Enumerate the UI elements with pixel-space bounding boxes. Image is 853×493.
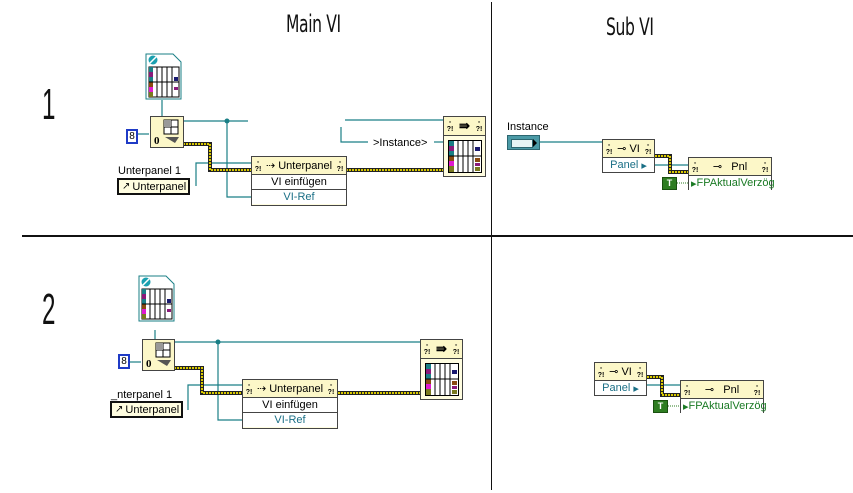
- instance-refnum-control[interactable]: [507, 135, 540, 150]
- svg-text:0: 0: [154, 135, 160, 147]
- call-by-reference-node[interactable]: ▫?! ⇛ ▫?!: [443, 116, 486, 177]
- error-out-icon: ▫?!: [327, 381, 335, 396]
- property-key-icon: ⊸: [617, 143, 627, 155]
- fp-defer-updates-property[interactable]: ▸FPAktualVerzög: [689, 176, 775, 190]
- call-arrow-icon: ⇛: [436, 341, 447, 356]
- control-label: Unterpanel 1: [118, 165, 181, 177]
- vi-property-node[interactable]: ▫?! ⊸ VI ▫?! Panel ▸: [594, 362, 647, 396]
- property-key-icon: ⊸: [704, 384, 715, 396]
- ref-wire: [226, 121, 252, 198]
- pnl-property-node[interactable]: ▫?! ⊸ Pnl ▫?! ▸FPAktualVerzög: [688, 157, 775, 190]
- error-in-icon: ▫?!: [245, 381, 253, 396]
- error-in-icon: ▫?!: [423, 342, 431, 356]
- vi-file-icon[interactable]: [138, 275, 175, 322]
- vi-property-node[interactable]: ▫?! ⊸ VI ▫?! Panel ▸: [602, 139, 655, 173]
- instance-terminal-label: Instance: [507, 121, 549, 133]
- horizontal-divider: [22, 235, 853, 237]
- error-out-icon: ▫?!: [753, 382, 761, 397]
- panel-property[interactable]: Panel ▸: [595, 381, 646, 395]
- error-wire: [655, 154, 690, 174]
- row-number-2: 2: [42, 285, 56, 334]
- reference-arrow-icon: ↗: [115, 404, 124, 415]
- call-arrow-icon: ⇛: [459, 118, 470, 133]
- subpanel-control-ref[interactable]: ↗ Unterpanel: [117, 178, 190, 195]
- error-in-icon: ▫?!: [691, 159, 699, 174]
- error-in-icon: ▫?!: [597, 364, 605, 379]
- row-number-1: 1: [42, 80, 56, 129]
- vi-ref-input[interactable]: VI-Ref: [243, 412, 337, 427]
- connector-pane-icon: [448, 140, 482, 173]
- error-out-icon: ▫?!: [644, 141, 652, 156]
- ref-wire: [195, 162, 252, 186]
- error-out-icon: ▫?!: [336, 158, 344, 173]
- wire-junction: [215, 339, 221, 345]
- error-out-icon: ▫?!: [452, 342, 460, 356]
- vi-file-icon[interactable]: [145, 53, 182, 100]
- invoke-arrow-icon: ⇢: [265, 160, 276, 172]
- method-name: VI einfügen: [243, 398, 337, 412]
- error-wire: [655, 155, 690, 173]
- error-wire: [647, 375, 681, 397]
- panel-property[interactable]: Panel ▸: [603, 158, 654, 172]
- error-out-icon: ▫?!: [636, 364, 644, 379]
- error-in-icon: ▫?!: [446, 119, 454, 133]
- error-in-icon: ▫?!: [683, 382, 691, 397]
- open-vi-reference-node[interactable]: 0: [150, 116, 184, 148]
- insert-vi-invoke-node[interactable]: ▫?! ⇢ Unterpanel ▫?! VI einfügen VI-Ref: [251, 156, 347, 206]
- vi-ref-input[interactable]: VI-Ref: [252, 189, 346, 204]
- instance-terminal-label: >Instance>: [373, 137, 428, 149]
- boolean-true-constant[interactable]: T: [653, 400, 668, 413]
- wire-junction: [224, 118, 230, 124]
- call-by-reference-node[interactable]: ▫?! ⇛ ▫?!: [420, 339, 463, 400]
- ref-wire: [217, 342, 244, 421]
- pnl-property-node[interactable]: ▫?! ⊸ Pnl ▫?! ▸FPAktualVerzög: [680, 380, 767, 413]
- error-out-icon: ▫?!: [761, 159, 769, 174]
- control-label: _nterpanel 1: [111, 389, 173, 401]
- insert-vi-invoke-node[interactable]: ▫?! ⇢ Unterpanel ▫?! VI einfügen VI-Ref: [242, 379, 338, 429]
- ref-wire: [187, 384, 242, 410]
- ref-wire: [340, 127, 368, 143]
- error-wire: [183, 142, 252, 172]
- error-wire: [183, 143, 252, 171]
- reference-arrow-icon: ↗: [122, 181, 131, 192]
- connector-pane-icon: [425, 363, 459, 396]
- sub-vi-header: Sub VI: [606, 13, 654, 41]
- invoke-arrow-icon: ⇢: [256, 383, 267, 395]
- error-wire: [647, 376, 681, 396]
- error-out-icon: ▫?!: [475, 119, 483, 133]
- error-in-icon: ▫?!: [605, 141, 613, 156]
- error-wire: [174, 366, 243, 395]
- boolean-true-constant[interactable]: T: [662, 177, 677, 190]
- numeric-constant[interactable]: 8: [126, 129, 138, 144]
- svg-text:0: 0: [146, 358, 152, 370]
- method-name: VI einfügen: [252, 175, 346, 189]
- fp-defer-updates-property[interactable]: ▸FPAktualVerzög: [681, 399, 767, 413]
- vertical-divider: [491, 2, 492, 490]
- output-arrow-icon: [533, 139, 537, 147]
- open-vi-reference-node[interactable]: 0: [142, 339, 175, 371]
- main-vi-header: Main VI: [286, 10, 341, 38]
- property-key-icon: ⊸: [712, 161, 723, 173]
- error-in-icon: ▫?!: [254, 158, 262, 173]
- subpanel-control-ref[interactable]: ↗ Unterpanel: [110, 401, 183, 418]
- numeric-constant[interactable]: 8: [118, 354, 130, 369]
- property-key-icon: ⊸: [609, 366, 619, 378]
- error-wire: [174, 367, 243, 394]
